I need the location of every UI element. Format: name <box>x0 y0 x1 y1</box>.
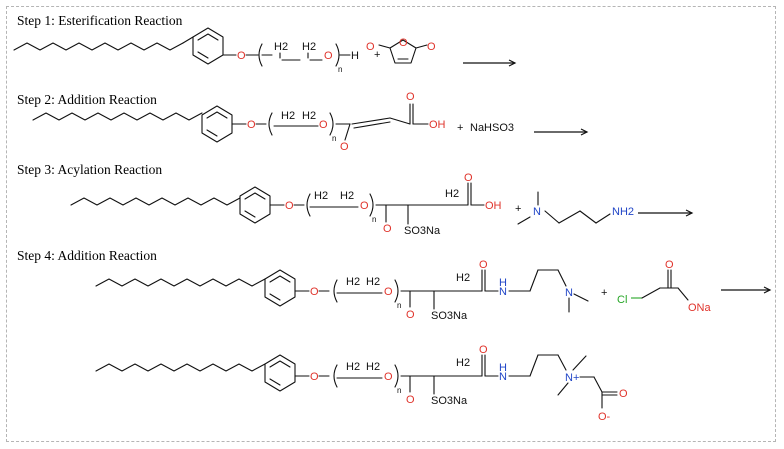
step1-title: Step 1: Esterification Reaction <box>17 13 183 28</box>
oxygen-label: O <box>310 371 319 383</box>
nitrogen-label: N <box>499 286 507 298</box>
hydrogen-label: H <box>351 50 359 62</box>
oxygen-label: O <box>383 223 392 235</box>
amide-h-label: H <box>499 362 507 374</box>
oxygen-label: O <box>384 371 393 383</box>
repeat-n-label: n <box>332 134 336 143</box>
nitrogen-label: N <box>499 371 507 383</box>
oxygen-label: O <box>619 388 628 400</box>
oxygen-label: O <box>310 286 319 298</box>
quaternary-nitrogen-label: N+ <box>565 372 579 384</box>
h2-label: H2 <box>314 190 328 202</box>
step1-nonylphenol-ethoxylate: O H2 H2 O n H <box>13 27 359 74</box>
oxygen-label: O <box>479 344 488 356</box>
repeat-n-label: n <box>372 215 376 224</box>
step3-sulfosuccinate: O H2 H2 O n O SO3Na H2 O OH <box>70 172 502 237</box>
diagram-frame <box>6 6 776 442</box>
step4-amide-intermediate: O H2 H2 O n O SO3Na H2 O H N N <box>95 259 589 322</box>
oxygen-label: O <box>665 259 674 271</box>
sulfonate-label: SO3Na <box>431 395 468 407</box>
sodium-chloroacetate: Cl O ONa <box>617 259 712 314</box>
oxygen-label: O <box>406 309 415 321</box>
repeat-n-label: n <box>397 301 401 310</box>
h2-label: H2 <box>281 110 295 122</box>
plus-sign: + <box>601 287 607 299</box>
hydroxyl-label: OH <box>429 119 446 131</box>
plus-sign: + <box>515 203 521 215</box>
amine-label: NH2 <box>612 206 634 218</box>
oxygen-label: O <box>324 50 333 62</box>
h2-label: H2 <box>274 41 288 53</box>
nitrogen-label: N <box>565 287 573 299</box>
h2-label: H2 <box>445 188 459 200</box>
nitrogen-label: N <box>533 206 541 218</box>
final-betaine-product: O H2 H2 O n O SO3Na H2 O H N N+ O- <box>95 344 628 423</box>
h2-label: H2 <box>302 41 316 53</box>
oxygen-label: O <box>427 41 436 53</box>
oxygen-label: O <box>406 394 415 406</box>
repeat-n-label: n <box>338 65 342 74</box>
plus-sign: + <box>457 122 463 134</box>
sulfonate-label: SO3Na <box>431 310 468 322</box>
sulfonate-label: SO3Na <box>404 225 441 237</box>
chlorine-label: Cl <box>617 294 627 306</box>
oxygen-label: O <box>366 41 375 53</box>
carboxylate-label: O- <box>598 411 611 423</box>
step2-maleate-ester: O H2 H2 O n O O OH <box>32 91 446 153</box>
plus-sign: + <box>374 49 380 61</box>
h2-label: H2 <box>302 110 316 122</box>
oxygen-label: O <box>247 119 256 131</box>
h2-label: H2 <box>340 190 354 202</box>
oxygen-label: O <box>285 200 294 212</box>
h2-label: H2 <box>346 276 360 288</box>
oxygen-label: O <box>399 37 408 49</box>
sodium-bisulfite-label: NaHSO3 <box>470 122 514 134</box>
repeat-n-label: n <box>397 386 401 395</box>
oxygen-label: O <box>340 141 349 153</box>
oxygen-label: O <box>384 286 393 298</box>
hydroxyl-label: OH <box>485 200 502 212</box>
h2-label: H2 <box>346 361 360 373</box>
oxygen-label: O <box>464 172 473 184</box>
step2-title: Step 2: Addition Reaction <box>17 92 157 107</box>
sodium-oxide-label: ONa <box>688 302 712 314</box>
oxygen-label: O <box>360 200 369 212</box>
dimethylaminopropylamine: N NH2 <box>517 191 634 225</box>
step4-title: Step 4: Addition Reaction <box>17 248 157 263</box>
oxygen-label: O <box>319 119 328 131</box>
h2-label: H2 <box>456 357 470 369</box>
step3-title: Step 3: Acylation Reaction <box>17 162 163 177</box>
oxygen-label: O <box>237 50 246 62</box>
maleic-anhydride: O O O <box>366 37 436 64</box>
h2-label: H2 <box>366 361 380 373</box>
amide-h-label: H <box>499 277 507 289</box>
h2-label: H2 <box>456 272 470 284</box>
oxygen-label: O <box>406 91 415 103</box>
h2-label: H2 <box>366 276 380 288</box>
oxygen-label: O <box>479 259 488 271</box>
